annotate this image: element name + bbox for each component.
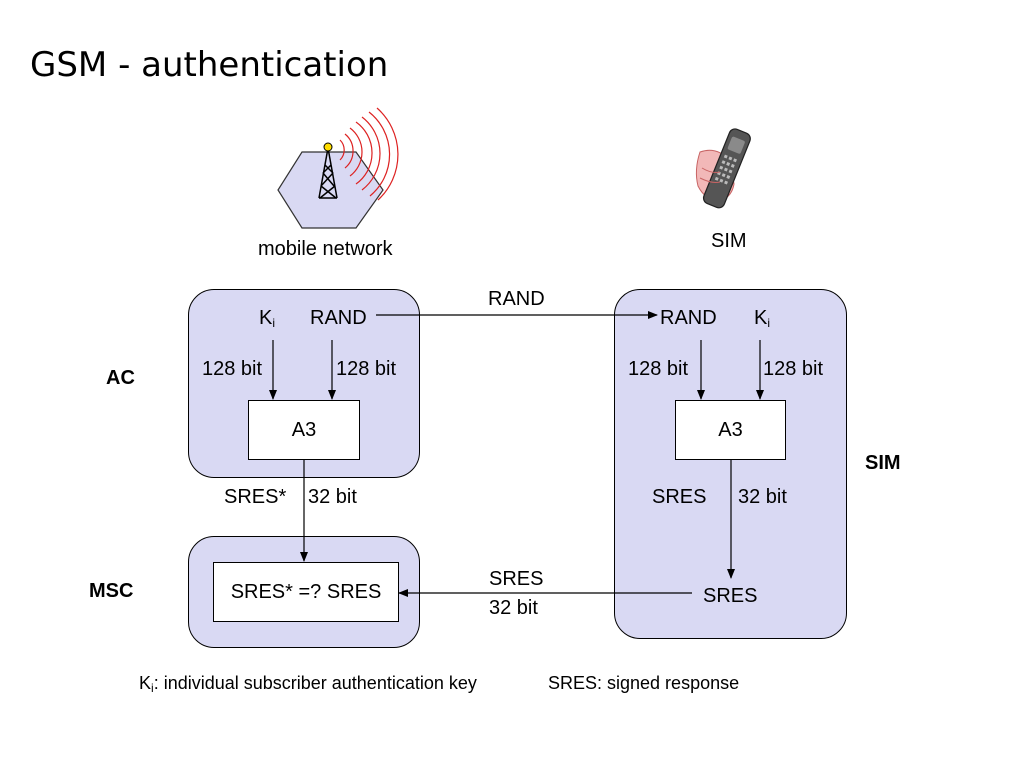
sres-transfer-label: SRES [489,568,544,590]
ac-sres-bits: 32 bit [308,486,357,508]
ac-a3-box: A3 [248,400,360,460]
sim-sres-output: SRES [703,585,758,607]
legend-ki: Ki: individual subscriber authentication… [139,673,477,695]
sres-transfer-bits: 32 bit [489,597,538,619]
sim-ki-bits: 128 bit [763,358,824,380]
ac-box [188,289,420,478]
ac-ki-label: Ki [259,307,276,330]
sim-rand-label: RAND [660,307,717,329]
ac-rand-label: RAND [310,307,367,329]
sim-sres-bits: 32 bit [738,486,787,508]
rand-transfer-label: RAND [488,288,545,310]
page-title: GSM - authentication [30,45,389,85]
sim-side-label: SIM [865,452,901,474]
msc-side-label: MSC [89,580,134,602]
sim-rand-bits: 128 bit [628,358,689,380]
sim-top-label: SIM [711,230,747,252]
ac-ki-bits: 128 bit [202,358,263,380]
ac-rand-bits: 128 bit [336,358,397,380]
msc-compare-box: SRES* =? SRES [213,562,399,622]
network-label: mobile network [258,238,393,260]
legend-sres: SRES: signed response [548,673,740,693]
sim-ki-label: Ki [754,307,771,330]
ac-sres-star-label: SRES* [224,486,287,508]
ac-side-label: AC [106,367,135,389]
sim-a3-box: A3 [675,400,786,460]
sim-sres-label: SRES [652,486,707,508]
